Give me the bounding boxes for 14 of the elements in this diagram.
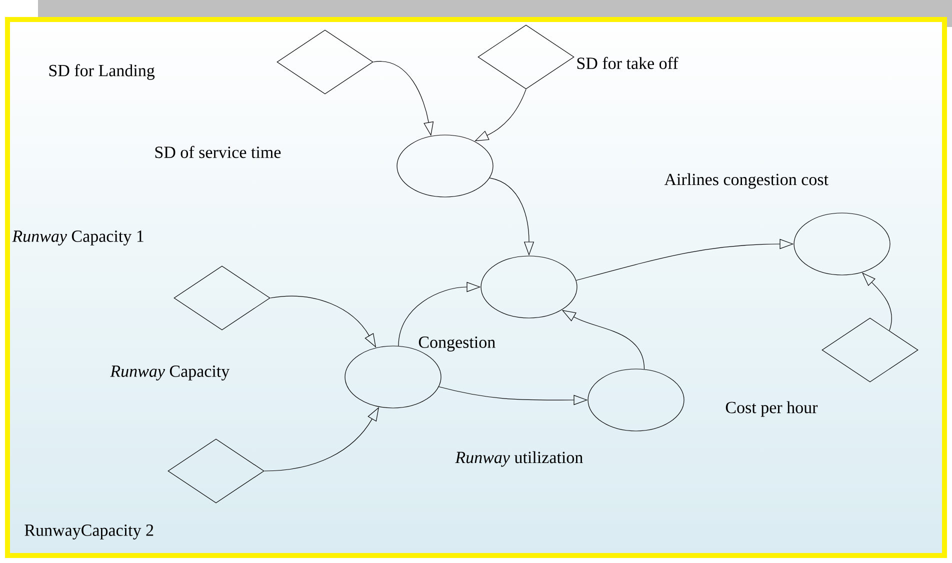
diamond-shape [276, 30, 374, 94]
diamond-shape [478, 24, 574, 90]
shape-label: Runway utilization [455, 451, 583, 467]
diamond-shape [822, 318, 918, 382]
shape-label: Runway Capacity [110, 366, 230, 380]
ellipse-shape [396, 134, 494, 198]
shape-label: Congestion [418, 336, 496, 352]
diamond-shape [174, 266, 270, 330]
diamond-shape [168, 438, 264, 504]
ellipse-shape [794, 212, 890, 276]
shape-label: Cost per hour [726, 401, 818, 417]
ellipse-shape [588, 368, 684, 432]
ellipse-shape [480, 256, 578, 318]
shape-label: SD for Landing [49, 64, 155, 80]
